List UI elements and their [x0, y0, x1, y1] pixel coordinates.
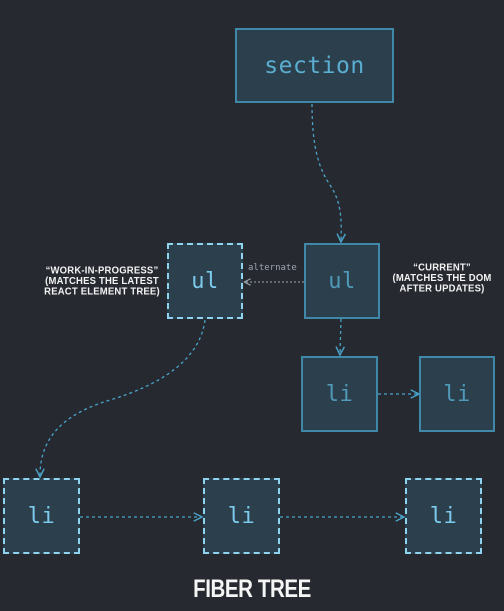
annotation-wip-line-1: “WORK-IN-PROGRESS” — [45, 265, 159, 277]
edge-wip-ul-to-li — [40, 319, 206, 476]
edge-label-alternate: alternate — [248, 263, 297, 273]
annotation-current-line-3: AFTER UPDATES) — [399, 283, 485, 295]
annotation-work-in-progress: “WORK-IN-PROGRESS” (MATCHES THE LATEST R… — [38, 266, 166, 298]
node-li-wip-1: li — [3, 478, 80, 554]
node-li-wip-2: li — [203, 478, 280, 554]
annotation-current-line-1: “CURRENT” — [413, 262, 471, 274]
node-li-wip-3: li — [405, 478, 482, 554]
annotation-current-line-2: (MATCHES THE DOM — [392, 272, 492, 285]
node-section: section — [235, 28, 394, 103]
annotation-wip-line-2: (MATCHES THE LATEST — [45, 275, 159, 288]
annotation-current: “CURRENT” (MATCHES THE DOM AFTER UPDATES… — [381, 263, 503, 295]
node-ul-work-in-progress: ul — [167, 243, 243, 319]
edge-ul-to-li — [340, 318, 341, 354]
node-li-current-1: li — [301, 356, 378, 432]
node-ul-current: ul — [304, 243, 380, 319]
edge-section-to-ul — [311, 103, 341, 241]
node-li-current-2: li — [419, 356, 495, 432]
diagram-caption: FIBER TREE — [193, 575, 311, 603]
annotation-wip-line-3: REACT ELEMENT TREE) — [44, 286, 160, 298]
